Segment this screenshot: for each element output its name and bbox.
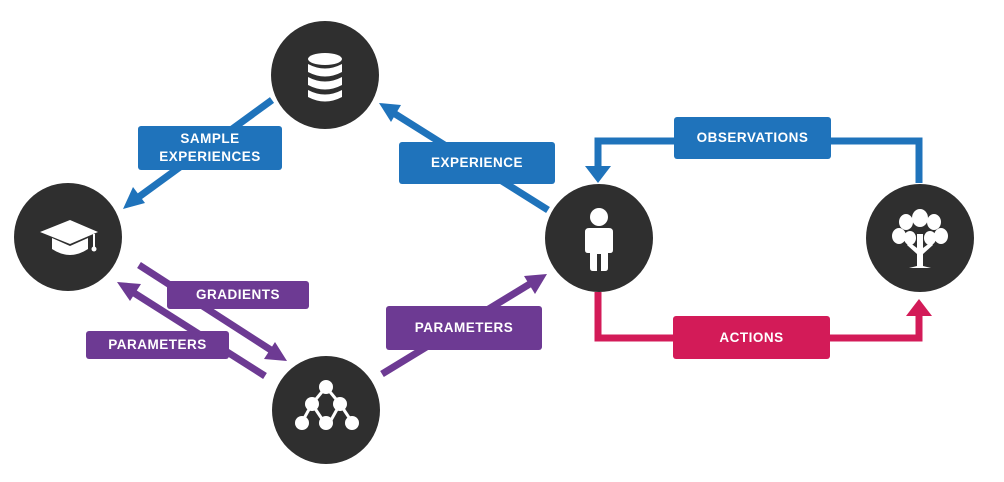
network-node (272, 356, 380, 464)
actions-label: ACTIONS (673, 316, 830, 359)
sample-experiences-label: SAMPLE EXPERIENCES (138, 126, 282, 170)
sample-experiences-line2: EXPERIENCES (159, 149, 261, 164)
actions-arrowhead (906, 299, 932, 316)
observations-arrowhead (585, 166, 611, 183)
sample-experiences-line1: SAMPLE (180, 131, 240, 146)
gradients-arrowhead (264, 342, 287, 361)
tree-icon (892, 209, 948, 268)
sample-experiences-arrowhead (123, 187, 145, 209)
gradients-label: GRADIENTS (167, 281, 309, 309)
parameters-left-label: PARAMETERS (86, 331, 229, 359)
database-icon (308, 53, 342, 102)
experience-label: EXPERIENCE (399, 142, 555, 184)
learner-node (14, 183, 122, 291)
parameters-left-arrowhead (117, 282, 141, 301)
network-tree-icon (295, 380, 359, 430)
parameters-right-arrowhead (524, 274, 547, 294)
replay-memory-node (271, 21, 379, 129)
parameters-right-label: PARAMETERS (386, 306, 542, 350)
person-icon (585, 208, 613, 271)
observations-label: OBSERVATIONS (674, 117, 831, 159)
agent-node (545, 184, 653, 292)
environment-node (866, 184, 974, 292)
experience-arrowhead (379, 103, 401, 122)
graduation-cap-icon (40, 220, 98, 255)
